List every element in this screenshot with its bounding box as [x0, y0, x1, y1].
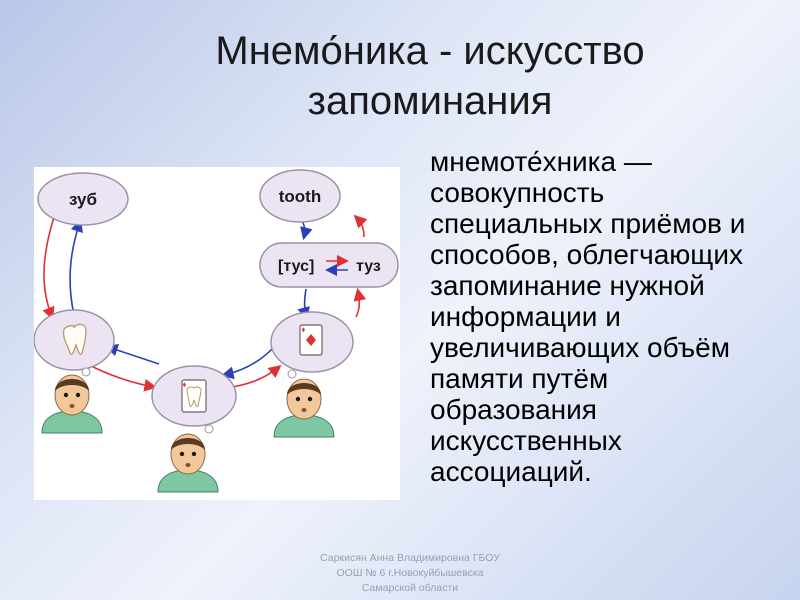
person-icon: [273, 378, 335, 438]
word-tuz: туз: [356, 258, 381, 275]
definition-text: мнемоте́хника — совокупность специальных…: [430, 146, 746, 487]
exchange-arrows: [325, 255, 349, 276]
title-line-2: запоминания: [307, 79, 553, 123]
flow-arrows: [42, 214, 368, 392]
word-tus: [тус]: [278, 258, 314, 275]
word-tooth: tooth: [279, 187, 321, 206]
bubble-tooth: [259, 169, 341, 223]
bubble-zub: [37, 172, 129, 226]
person-icon: [41, 374, 103, 434]
word-zub: зуб: [69, 190, 97, 209]
footer-line-2: ООШ № 6 г.Новокуйбышевска: [336, 567, 484, 579]
title-line-1: Мнемо́ника - искусство: [215, 29, 645, 73]
slide-title: Мнемо́ника - искусство запоминания: [150, 26, 710, 126]
tooth-icon: [62, 323, 87, 355]
diagram-svg: зуб tooth [тус] туз: [33, 169, 399, 493]
ace-card-icon: [299, 324, 323, 356]
mnemonic-diagram: зуб tooth [тус] туз: [33, 167, 400, 500]
footer-line-3: Самарской области: [361, 582, 459, 594]
slide-footer: Саркисян Анна Владимировна ГБОУ ООШ № 6 …: [270, 551, 550, 596]
person-icon: [157, 433, 219, 493]
tooth-card-icon: [181, 379, 207, 413]
footer-line-1: Саркисян Анна Владимировна ГБОУ: [320, 552, 500, 564]
